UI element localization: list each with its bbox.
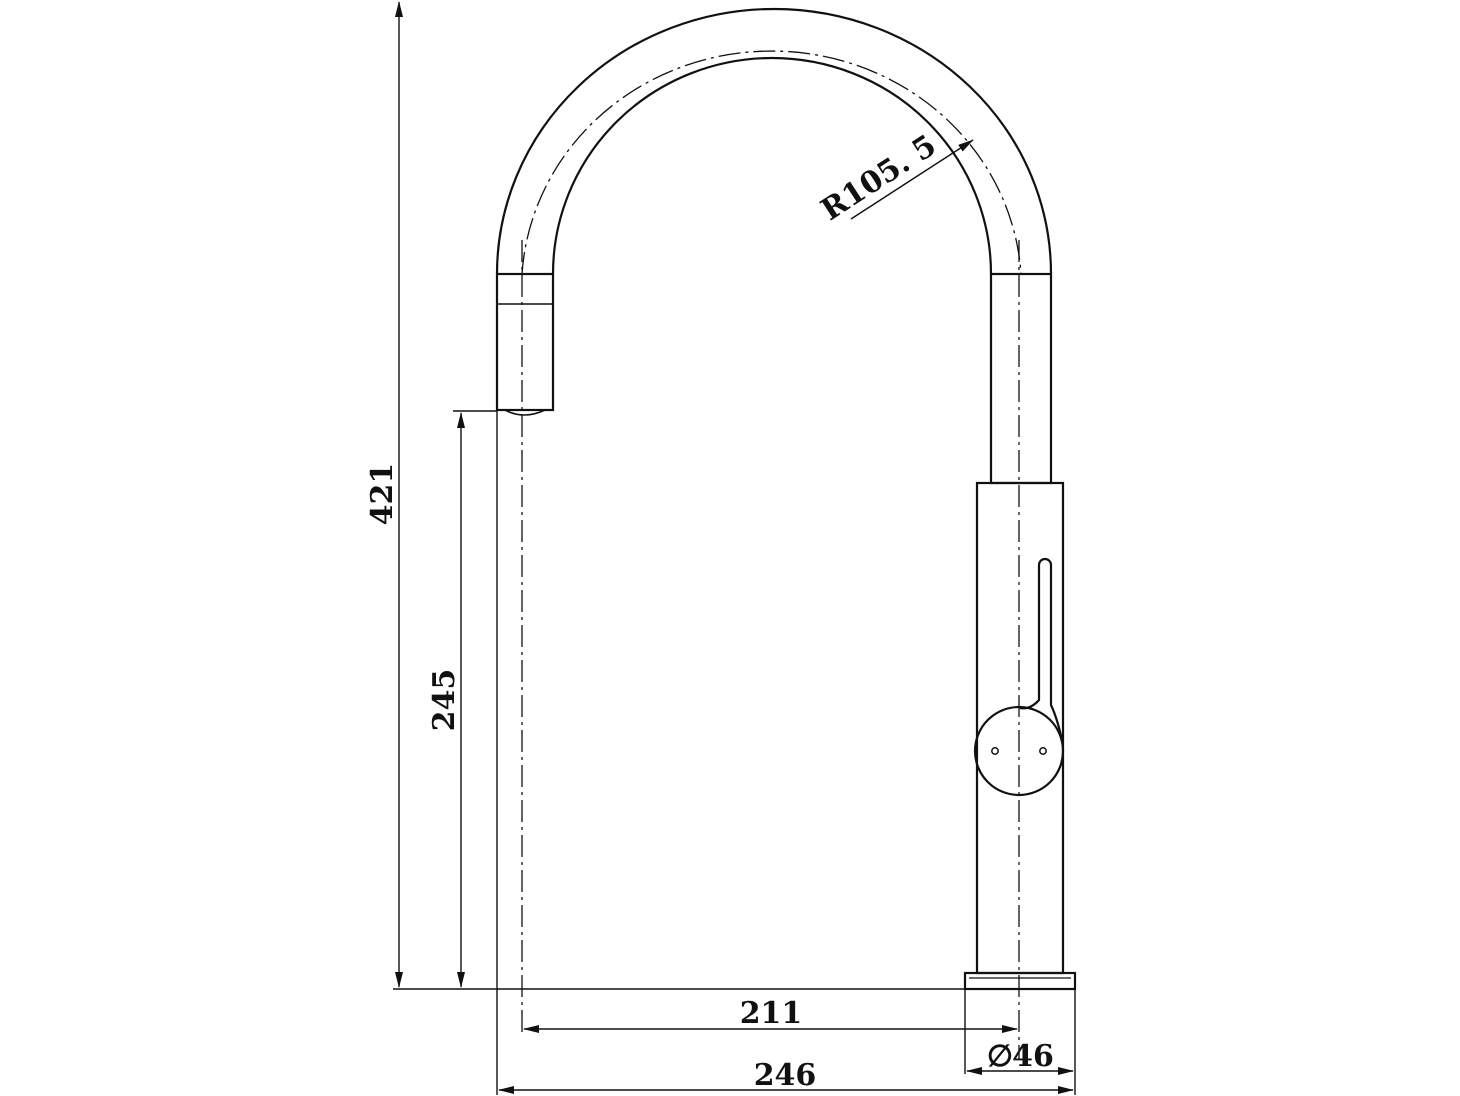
faucet-outline (495, 7, 1077, 1060)
arc-radius-value: R105. 5 (815, 128, 943, 228)
base-diameter-value: 46 (1012, 1039, 1054, 1074)
spout-arc-inner (551, 56, 993, 275)
overall-width-value: 246 (754, 1058, 817, 1093)
lever-handle (973, 557, 1065, 797)
total-height-value: 421 (365, 463, 400, 526)
diameter-symbol: ∅ (987, 1039, 1013, 1074)
riser-tube (989, 272, 1053, 485)
dimension-base-diameter: ∅ 46 (964, 989, 1074, 1075)
dimension-arc-radius: R105. 5 (815, 128, 974, 228)
faucet-body (963, 240, 1077, 1060)
dimension-spout-reach: 211 (523, 996, 1018, 1033)
spout-reach-value: 211 (740, 996, 803, 1031)
spray-head (495, 240, 555, 1032)
dimension-total-height: 421 (365, 1, 403, 988)
dimension-overall-width: 246 (496, 410, 1076, 1095)
spout-arc-outer (495, 7, 1053, 275)
dimension-outlet-height: 245 (427, 410, 497, 988)
outlet-height-value: 245 (427, 669, 462, 732)
spout-arc-centerline (521, 50, 1022, 275)
